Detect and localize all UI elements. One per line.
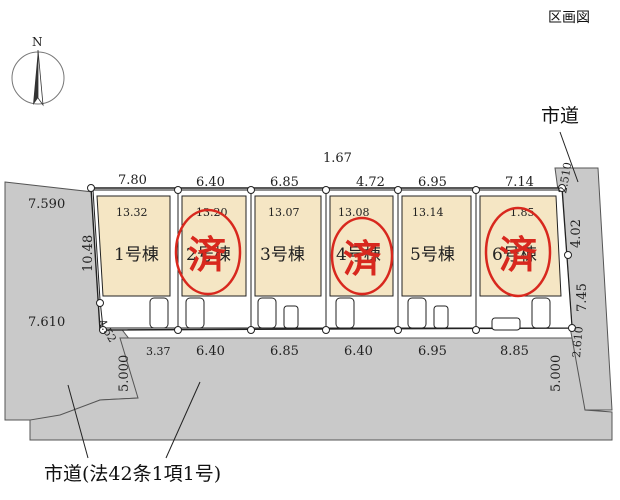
dim-left-5: 5.000 xyxy=(117,355,132,392)
page-title: 区画図 xyxy=(548,10,590,26)
lot-2-label: 2号棟 xyxy=(186,245,231,265)
lot-4-sold-stamp: 済 xyxy=(330,216,394,296)
lot-4-depth: 13.08 xyxy=(338,206,370,219)
dim-top-2: 6.40 xyxy=(196,175,225,190)
svg-text:済: 済 xyxy=(343,236,382,281)
leader-south-1 xyxy=(67,384,89,459)
dim-right-1: 2.510 xyxy=(556,161,574,194)
dim-top-3: 6.85 xyxy=(270,175,299,190)
lot-1-depth: 13.32 xyxy=(116,206,148,219)
dim-bottom-3: 6.85 xyxy=(270,344,299,359)
dim-right-2: 4.02 xyxy=(569,219,584,248)
lot-3-label: 3号棟 xyxy=(260,245,305,265)
leader-south-2 xyxy=(165,381,201,459)
dim-top-6: 6.95 xyxy=(418,175,447,190)
road-label-east: 市道 xyxy=(541,105,579,127)
dim-bottom-5: 6.95 xyxy=(418,344,447,359)
lot-6-label: 6号棟 xyxy=(492,245,537,265)
road-label-south: 市道(法42条1項1号) xyxy=(44,463,221,485)
dim-top-7: 7.14 xyxy=(505,175,534,190)
leader-east xyxy=(559,131,579,183)
lot-1 xyxy=(92,189,179,329)
lot-3-depth: 13.07 xyxy=(268,206,300,219)
lot-2-sold-stamp: 済 xyxy=(174,208,242,296)
dim-top-4: 1.67 xyxy=(323,151,352,166)
dim-bottom-4: 6.40 xyxy=(344,344,373,359)
dim-top-1: 7.80 xyxy=(118,173,147,188)
lot-1-label: 1号棟 xyxy=(114,245,159,265)
dim-right-5: 5.000 xyxy=(549,355,564,392)
dim-bottom-1: 3.37 xyxy=(146,345,171,358)
lot-5 xyxy=(397,189,477,329)
lot-4-label: 4号棟 xyxy=(336,245,381,265)
north-label: N xyxy=(32,35,43,49)
lot-5-depth: 13.14 xyxy=(412,206,444,219)
dim-left-3: 7.610 xyxy=(28,315,65,330)
boundary-markers xyxy=(87,184,576,334)
north-arrow-icon xyxy=(11,49,65,107)
svg-text:済: 済 xyxy=(188,232,227,277)
lot-5-label: 5号棟 xyxy=(410,245,455,265)
dim-left-2: 10.48 xyxy=(81,235,96,272)
lot-6-sold-stamp: 済 xyxy=(484,206,552,298)
dim-left-1: 7.590 xyxy=(28,197,65,212)
dim-right-4: 2.610 xyxy=(570,326,586,359)
parking-spaces xyxy=(149,297,551,331)
dim-right-3: 7.45 xyxy=(575,283,590,312)
dim-bottom-2: 6.40 xyxy=(196,344,225,359)
dim-top-5: 4.72 xyxy=(356,175,385,190)
svg-text:済: 済 xyxy=(499,232,538,277)
dim-bottom-6: 8.85 xyxy=(500,344,529,359)
lot-2-depth: 13.20 xyxy=(196,206,228,219)
